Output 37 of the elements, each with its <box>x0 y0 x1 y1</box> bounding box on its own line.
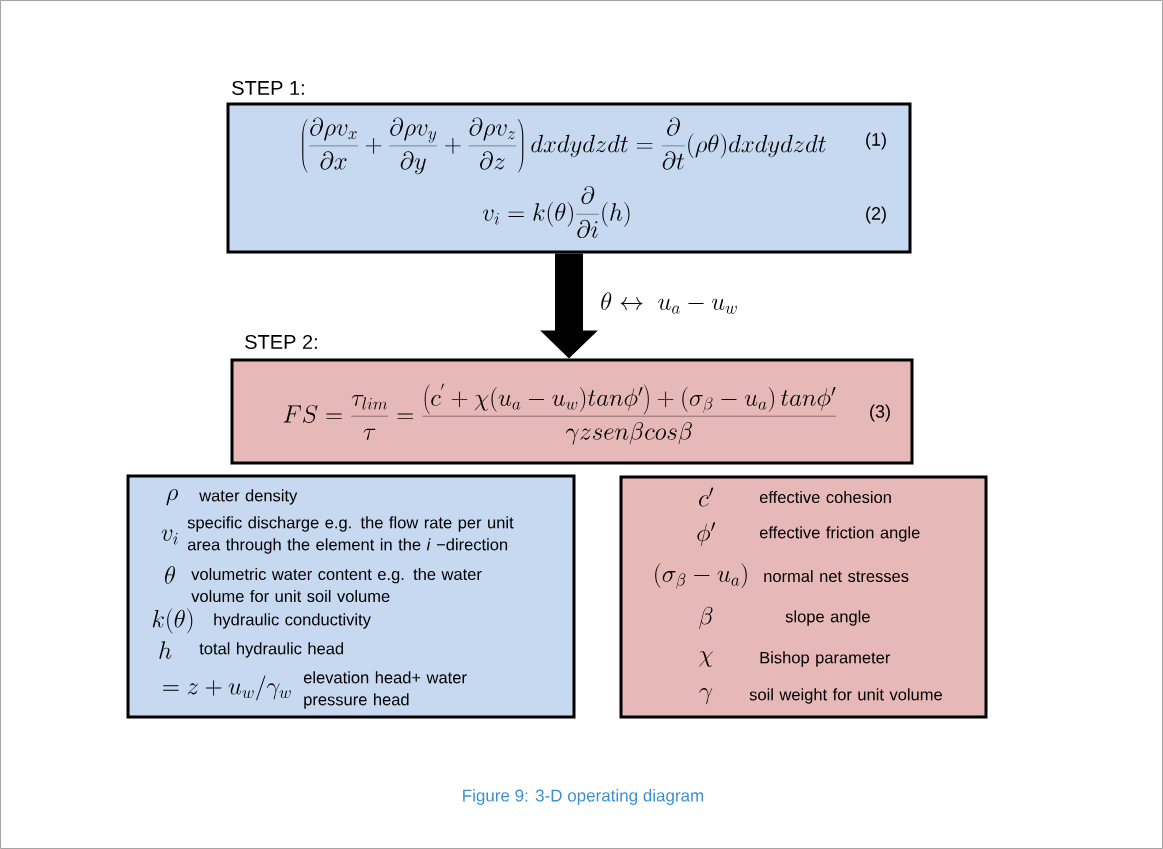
definition: specific discharge e.g. the flow rate per unit area through the element in the i −direction <box>187 516 514 554</box>
definition: soil weight for unit volume <box>749 688 942 704</box>
symbol: $\theta$ <box>165 566 175 584</box>
edge-label: $\theta\leftrightarrow\ u_a-u_w$ <box>601 292 737 314</box>
equation: $v_i=k(\theta)\frac{\partial}{\partial i}(h)$ <box>482 185 630 239</box>
symbol: $h$ <box>159 641 172 659</box>
formula-box <box>230 334 914 465</box>
definition: effective friction angle <box>759 526 920 542</box>
definition: Bishop parameter <box>760 651 891 667</box>
caption: Figure 9: 3-D operating diagram <box>463 789 704 805</box>
definition: water density <box>199 489 298 505</box>
step-heading: STEP 1: <box>232 80 304 96</box>
symbol: $\gamma$ <box>699 687 713 705</box>
formula-box <box>226 80 912 254</box>
symbol: $\chi$ <box>699 650 713 667</box>
equation: $FS=\frac{\tau_{lim}}{\tau}=\frac{\left(c^{'}+\chi(u_a-u_w)tan\phi'\right)+\left(\sigma_\beta-u_a\right)tan\phi'}{\gamma zsen\beta cos\beta}$ <box>283 383 837 445</box>
symbol: $=z+u_w/\gamma_w$ <box>163 675 291 701</box>
symbol: $\beta$ <box>699 606 713 630</box>
symbol: $\rho$ <box>166 488 178 506</box>
symbol: $k(\theta)$ <box>152 608 193 634</box>
definition: total hydraulic head <box>199 642 344 658</box>
equation-number: (1) <box>866 132 886 150</box>
symbol: $\phi'$ <box>697 522 716 546</box>
step-heading: STEP 2: <box>245 334 317 350</box>
equation: $\left(\frac{\partial\rho v_x}{\partial x}+\frac{\partial\rho v_y}{\partial y}+\frac{\partial\rho v_z}{\partial z}\right)dxdydzdt=\frac{\partial}{\partial t}(\rho\theta)dxdydzdt$ <box>302 117 826 175</box>
symbol: $v_i$ <box>161 529 178 545</box>
equation-number: (2) <box>866 206 886 224</box>
symbol-box <box>126 474 576 719</box>
definition: elevation head+ water pressure head <box>303 671 467 709</box>
definition: slope angle <box>785 610 870 626</box>
equation-number: (3) <box>870 404 890 422</box>
definition: effective cohesion <box>759 490 891 504</box>
symbol: $\left(\sigma_\beta-u_a\right)$ <box>655 563 747 589</box>
symbol-box <box>619 475 988 719</box>
definition: hydraulic conductivity <box>214 613 371 629</box>
definition: normal net stresses <box>764 569 909 583</box>
symbol: $c'$ <box>699 487 714 507</box>
